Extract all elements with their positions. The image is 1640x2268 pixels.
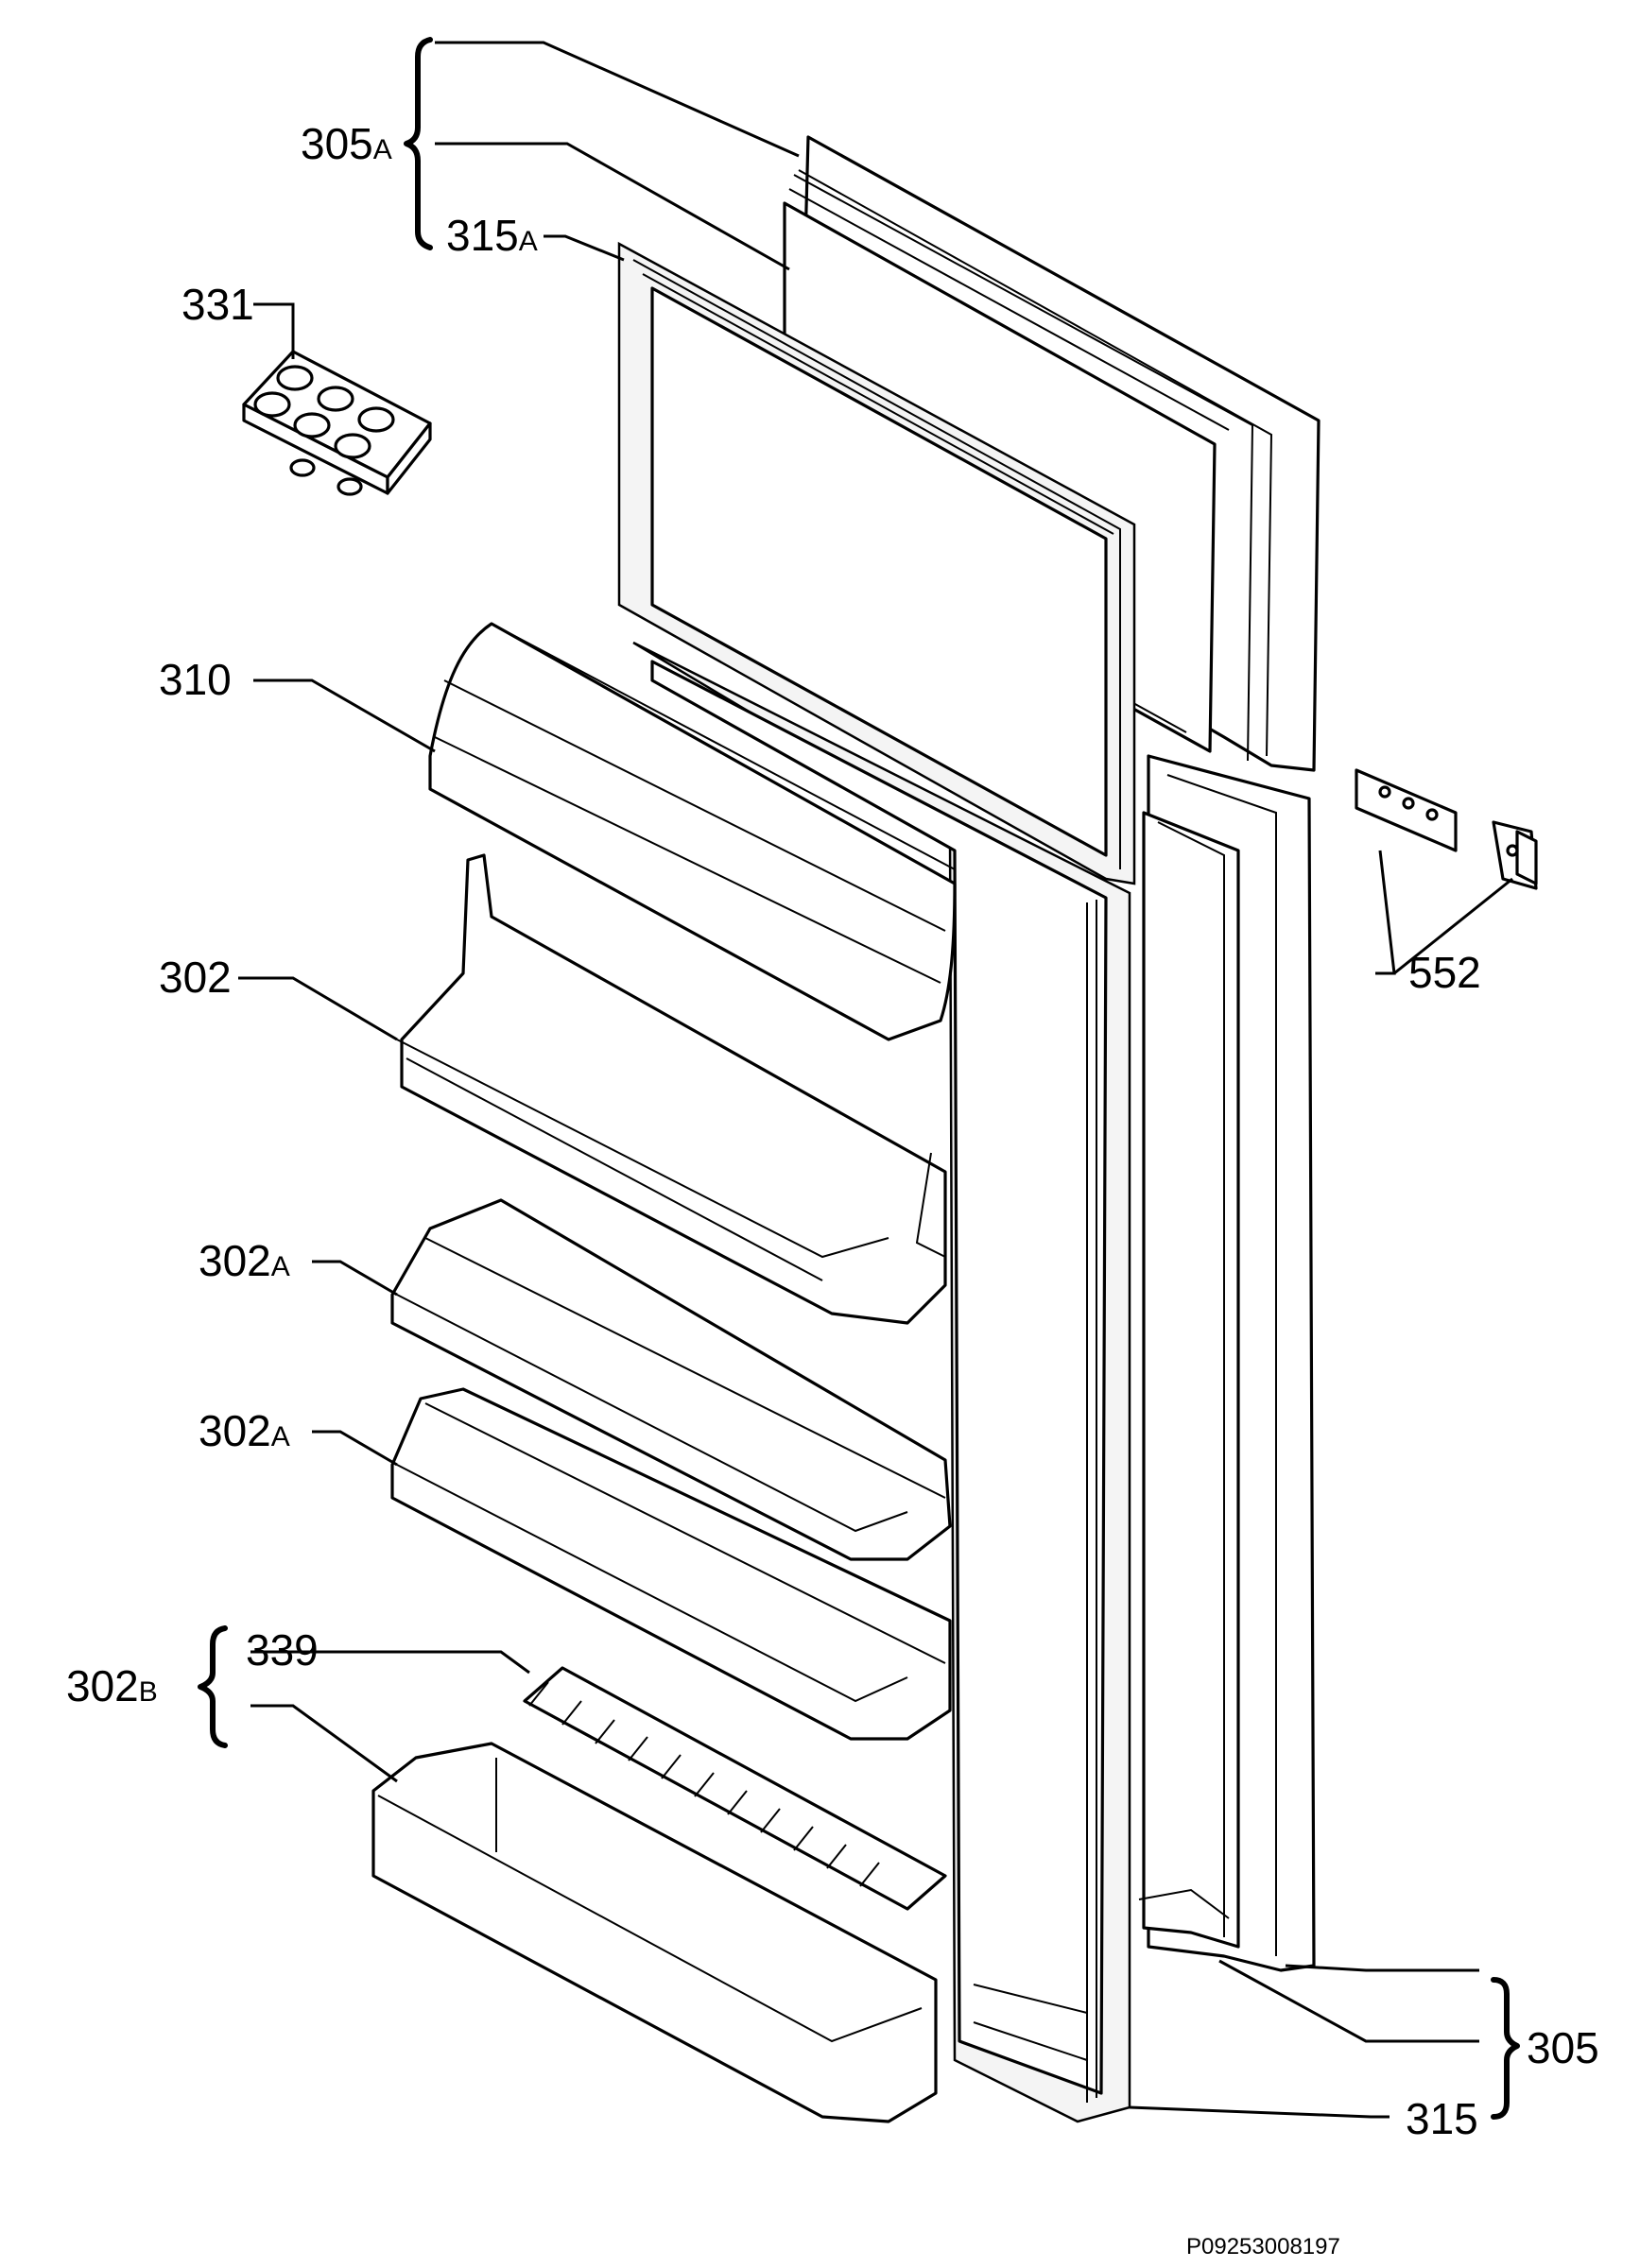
brace-302b: [198, 1625, 228, 1748]
fridge-door-gasket: [632, 641, 1131, 2123]
hinge-parts: [1355, 768, 1538, 890]
door-shelf-302a-lower: [390, 1387, 952, 1741]
label-315: 315: [1406, 2094, 1478, 2143]
freezer-door-gasket: [617, 241, 1136, 885]
door-shelf-302a-upper: [390, 1198, 952, 1561]
label-339: 339: [246, 1625, 319, 1675]
egg-tray: [242, 350, 432, 496]
leader-lines: [198, 37, 1520, 2120]
brace-305a: [404, 37, 433, 250]
label-310: 310: [159, 655, 232, 704]
drawing-code: P09253008197: [1186, 2234, 1340, 2259]
fridge-door: [1138, 754, 1316, 1972]
label-302: 302: [159, 953, 232, 1002]
label-305: 305: [1527, 2023, 1599, 2072]
label-552: 552: [1408, 948, 1481, 997]
bottle-rack-insert: [523, 1666, 947, 1911]
label-331: 331: [181, 280, 254, 329]
label-315a: 315A: [446, 211, 538, 260]
door-shelf-302: [396, 853, 947, 1325]
bottle-shelf-302b: [371, 1742, 938, 2123]
label-302a-upper: 302A: [199, 1236, 290, 1285]
label-302b: 302B: [66, 1661, 158, 1710]
brace-305: [1491, 1977, 1520, 2120]
dairy-compartment: [428, 622, 957, 1041]
label-305a: 305A: [301, 119, 392, 168]
label-302a-lower: 302A: [199, 1406, 290, 1455]
